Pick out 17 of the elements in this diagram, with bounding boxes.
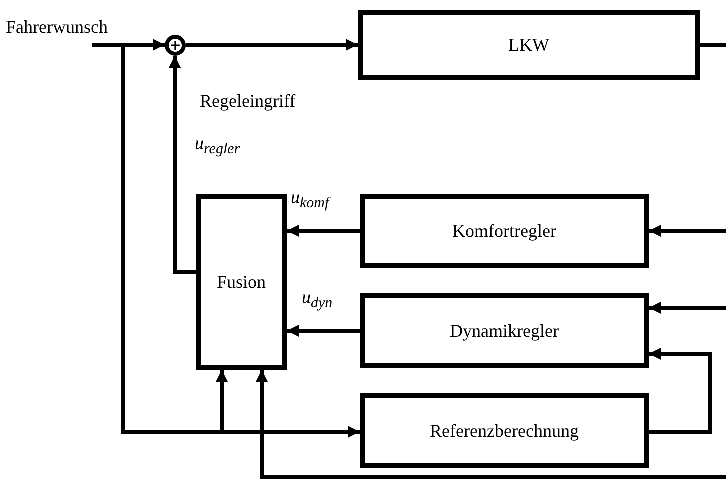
arrow [649,348,712,434]
block: Dynamikregler [360,293,649,368]
block: Fusion [196,194,287,370]
block: Komfortregler [360,194,649,268]
arrow [287,225,360,237]
arrow [649,225,726,237]
block: Referenzberechnung [360,393,649,468]
summing-junction: + [165,35,186,56]
arrow [287,325,360,337]
input-label: Fahrerwunsch [6,18,116,45]
arrow [169,56,196,274]
block: LKW [358,10,700,80]
arrow [186,39,358,51]
arrow [256,370,726,479]
signal-label: Regeleingriff [200,92,296,112]
arrow [92,43,228,434]
arrow [649,302,726,314]
